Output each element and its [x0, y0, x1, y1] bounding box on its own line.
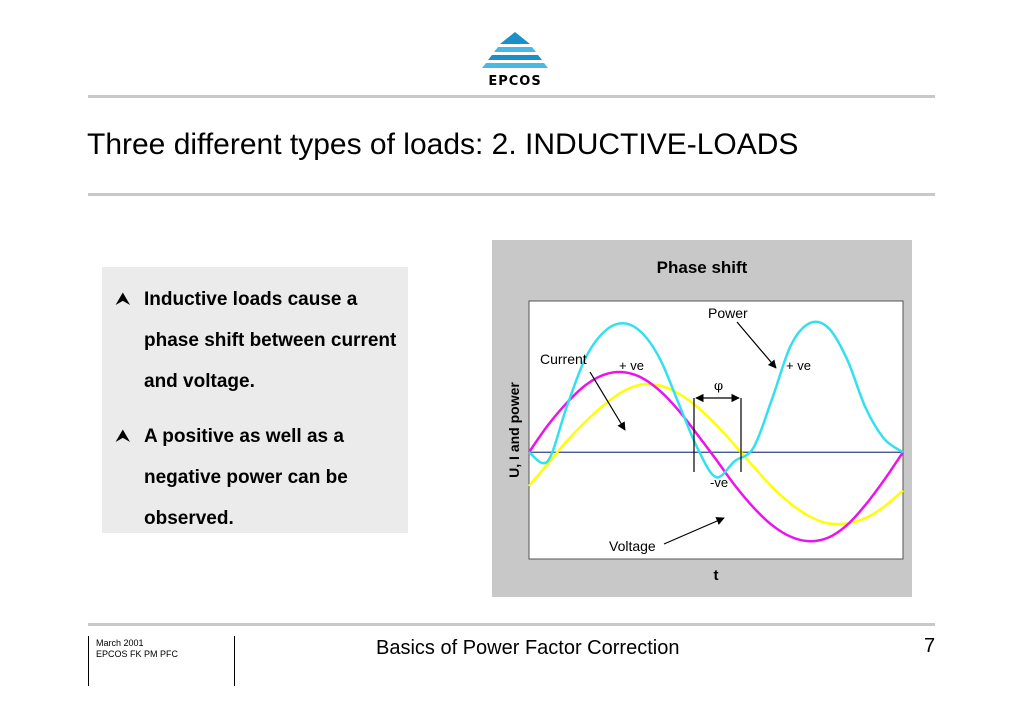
- footer-date: March 2001: [96, 638, 144, 648]
- phase-shift-chart: Phase shift Power Current + ve + ve φ -v…: [506, 258, 905, 584]
- bullet-marker: ⮝: [116, 428, 130, 445]
- series-line-current: [527, 370, 905, 543]
- x-axis-label: t: [714, 567, 719, 584]
- annotation-voltage: Voltage: [609, 538, 656, 554]
- footer-dept: EPCOS FK PM PFC: [96, 649, 179, 659]
- voltage-callout-arrow: [663, 517, 725, 545]
- bullet-marker: ⮝: [116, 291, 130, 308]
- logo-text: EPCOS: [488, 74, 542, 89]
- epcos-logo-icon: [482, 32, 548, 68]
- slide-title: Three different types of loads: 2. INDUC…: [87, 128, 799, 161]
- footer-divider: [88, 623, 935, 626]
- annotation-phi: φ: [714, 379, 723, 394]
- annotation-plus-ve-2: + ve: [786, 358, 811, 373]
- page-number: 7: [924, 635, 936, 657]
- bullet-item: ⮝ Inductive loads cause a phase shift be…: [116, 279, 401, 402]
- footer-separator: [234, 636, 235, 686]
- annotation-plus-ve-1: + ve: [619, 358, 644, 373]
- footer-separator: [88, 636, 89, 686]
- power-callout-arrow: [736, 321, 777, 369]
- footer-title: Basics of Power Factor Correction: [376, 637, 680, 659]
- series-line-power: [528, 320, 904, 479]
- chart-panel: Phase shift Power Current + ve + ve φ -v…: [492, 240, 912, 597]
- y-axis-label: U, I and power: [506, 382, 522, 478]
- plot-area: [528, 300, 904, 560]
- series-line-voltage: [528, 382, 904, 526]
- bullet-text: A positive as well as a negative power c…: [144, 426, 348, 529]
- annotation-minus-ve: -ve: [710, 475, 728, 490]
- current-callout-arrow: [589, 371, 626, 431]
- series-layer: [527, 320, 905, 543]
- bullet-text: Inductive loads cause a phase shift betw…: [144, 289, 397, 392]
- header-divider: [88, 95, 935, 98]
- bullet-box: ⮝ Inductive loads cause a phase shift be…: [102, 267, 408, 533]
- bullet-item: ⮝ A positive as well as a negative power…: [116, 416, 401, 539]
- annotation-power: Power: [708, 305, 748, 321]
- title-divider: [88, 193, 935, 196]
- chart-title: Phase shift: [657, 258, 748, 277]
- annotation-current: Current: [540, 351, 587, 367]
